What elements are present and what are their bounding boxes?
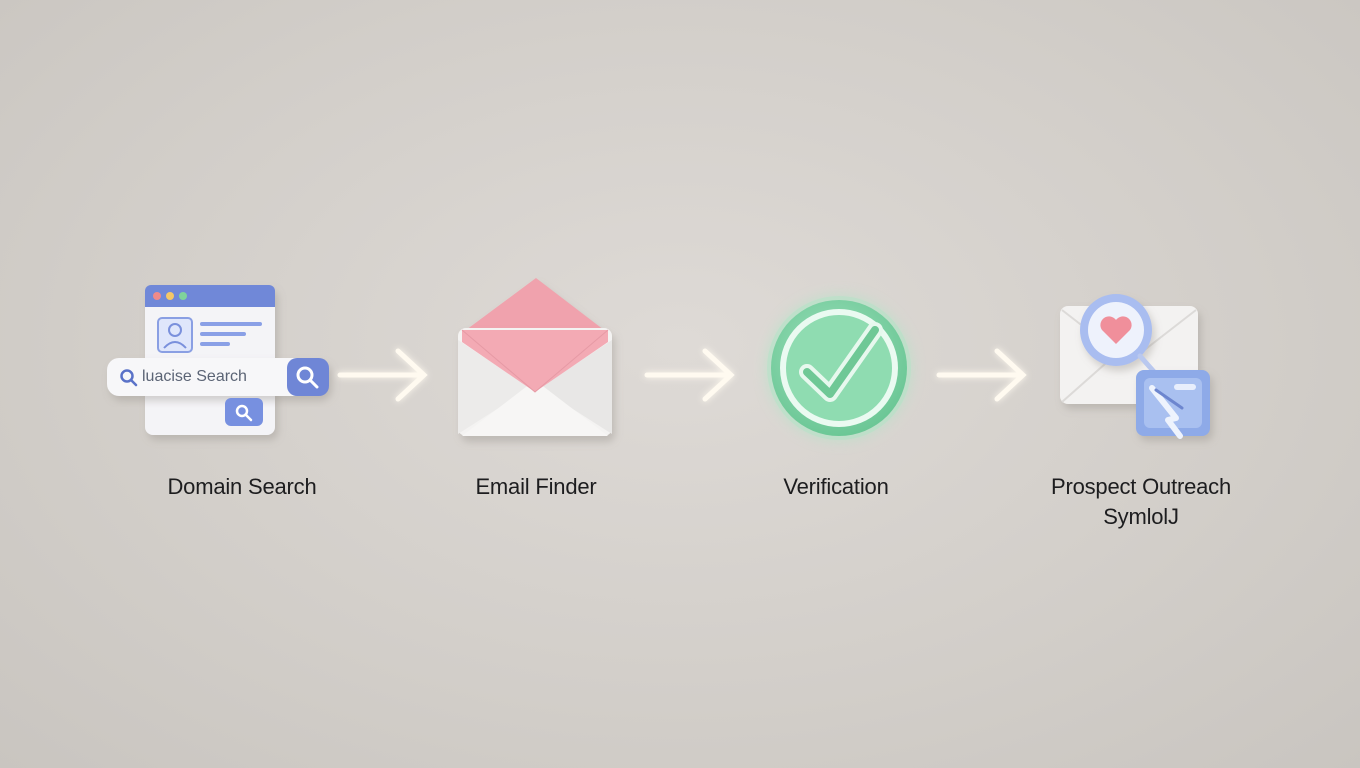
search-bar-text: luacise Search (142, 368, 247, 385)
arrow-right-icon (337, 348, 428, 402)
step-label-prospect-outreach: Prospect Outreach SymlolJ (1050, 474, 1232, 529)
checkmark-circle-icon (767, 296, 911, 440)
arrow-right-icon (644, 348, 735, 402)
browser-search-icon (107, 285, 329, 435)
step-label-domain-search: Domain Search (167, 474, 317, 499)
arrow-right-icon (936, 348, 1027, 402)
step-label-email-finder: Email Finder (475, 474, 597, 499)
outreach-envelope-icon (1060, 294, 1210, 439)
envelope-icon (458, 278, 612, 436)
step-label-verification: Verification (783, 474, 889, 499)
